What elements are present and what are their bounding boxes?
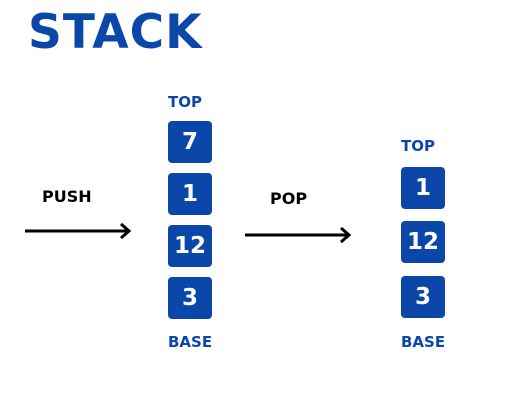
pop-stack-top-label: TOP xyxy=(401,137,435,155)
pop-stack: 1 12 3 xyxy=(401,167,445,318)
stack-item: 1 xyxy=(401,167,445,209)
push-stack-top-label: TOP xyxy=(168,93,202,111)
stack-item: 1 xyxy=(168,173,212,215)
push-label: PUSH xyxy=(42,187,92,206)
stack-item: 12 xyxy=(168,225,212,267)
stack-item: 7 xyxy=(168,121,212,163)
push-stack: 7 1 12 3 xyxy=(168,121,212,321)
pop-stack-base-label: BASE xyxy=(401,333,446,351)
push-stack-base-label: BASE xyxy=(168,333,213,351)
diagram-title: STACK xyxy=(28,5,203,60)
pop-arrow-icon xyxy=(245,226,352,244)
pop-label: POP xyxy=(270,189,308,208)
push-arrow-icon xyxy=(25,222,132,240)
stack-item: 12 xyxy=(401,221,445,263)
stack-item: 3 xyxy=(168,277,212,319)
stack-item: 3 xyxy=(401,276,445,318)
